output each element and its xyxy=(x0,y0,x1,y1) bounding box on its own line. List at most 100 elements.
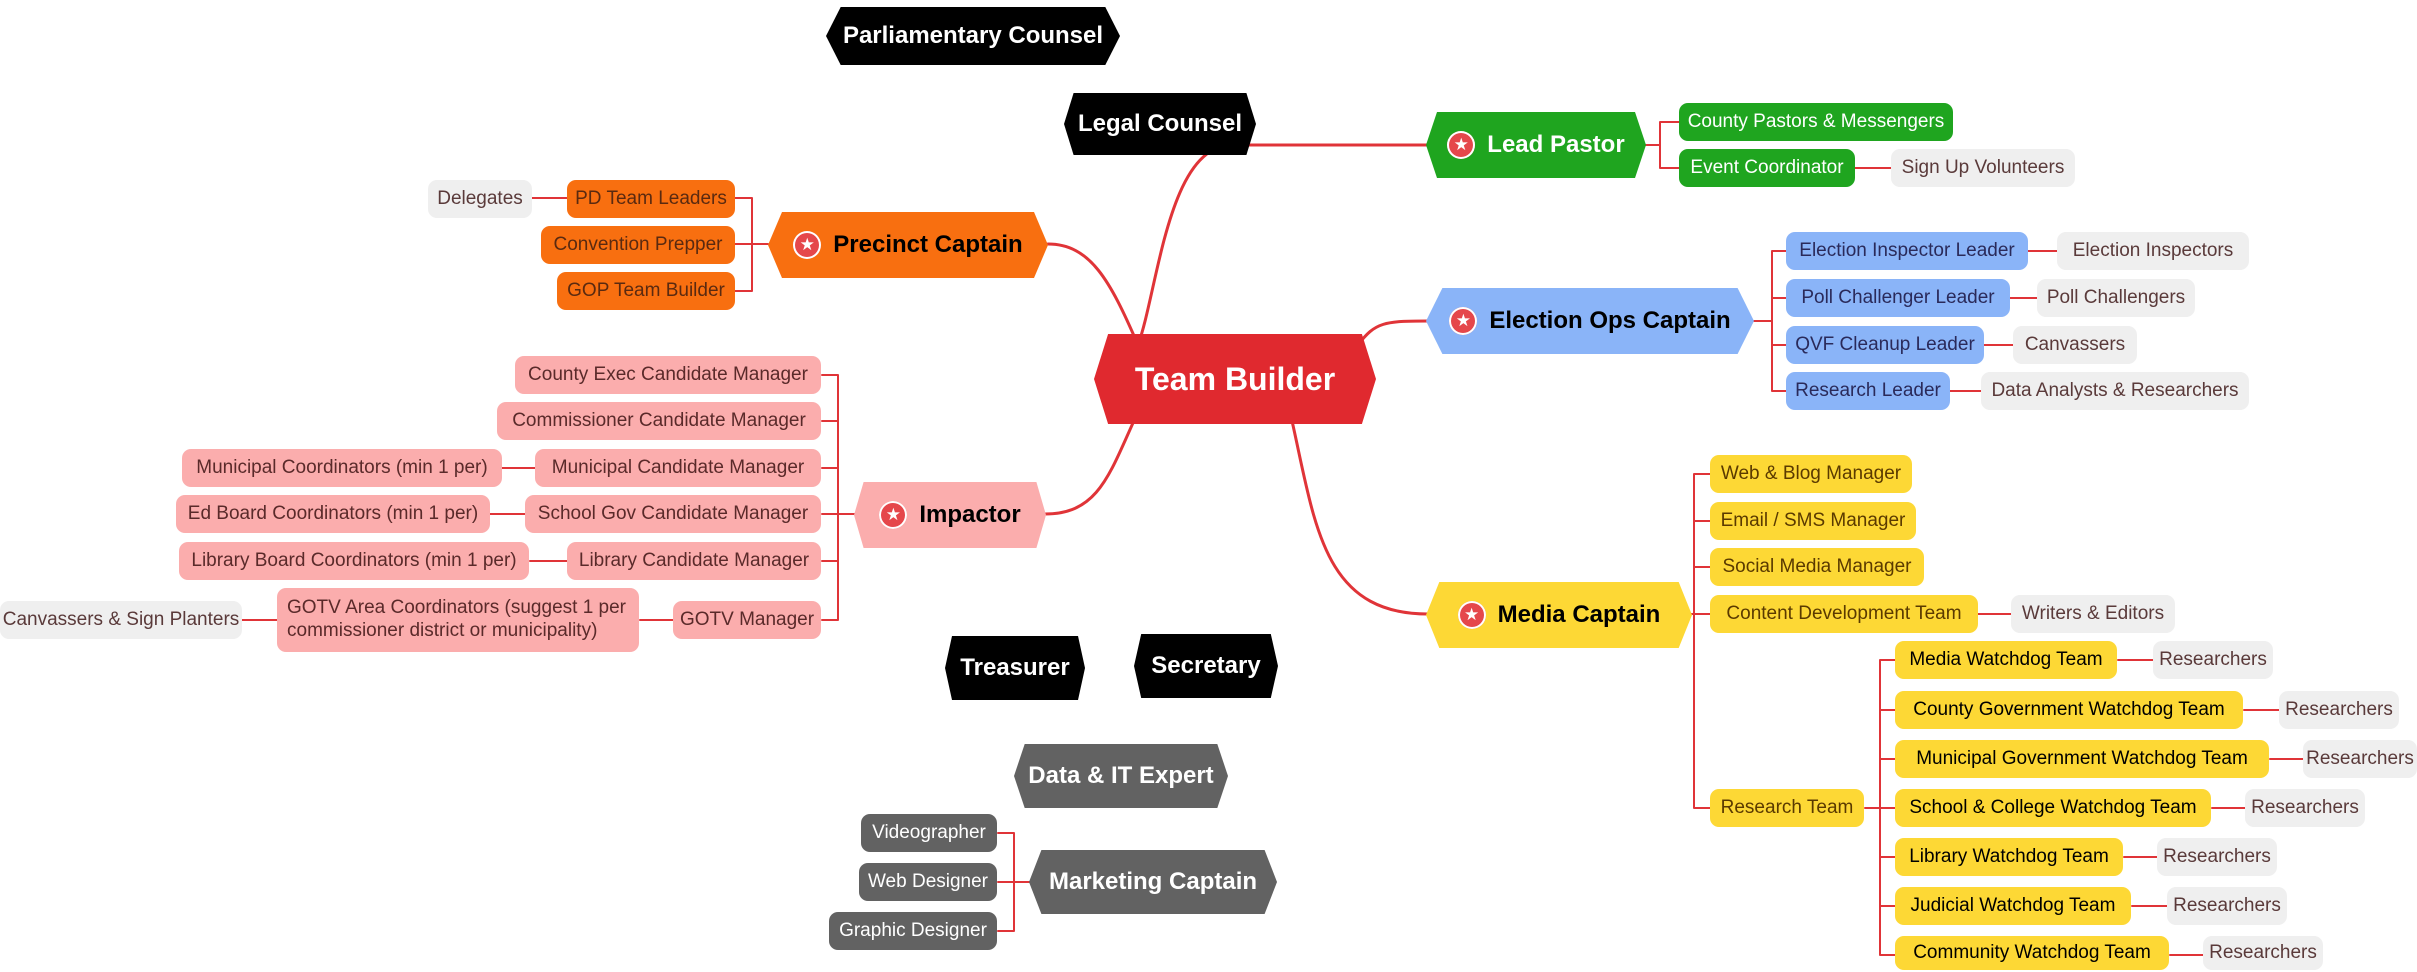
parliamentary-counsel-node[interactable]: Parliamentary Counsel xyxy=(826,7,1120,65)
secretary-node[interactable]: Secretary xyxy=(1134,634,1278,698)
writers-editors-node[interactable]: Writers & Editors xyxy=(2011,595,2175,633)
poll-challenger-leader-label: Poll Challenger Leader xyxy=(1801,286,1995,308)
school-gov-manager-node[interactable]: School Gov Candidate Manager xyxy=(525,495,821,533)
canvassers-sign-planters-node[interactable]: Canvassers & Sign Planters xyxy=(0,601,242,639)
precinct-captain-node[interactable]: ★ Precinct Captain xyxy=(768,212,1048,278)
data-analysts-node[interactable]: Data Analysts & Researchers xyxy=(1981,372,2249,410)
library-board-coordinators-label: Library Board Coordinators (min 1 per) xyxy=(191,549,517,571)
poll-challengers-node[interactable]: Poll Challengers xyxy=(2037,279,2195,317)
research-team-label: Research Team xyxy=(1720,796,1854,818)
web-blog-manager-node[interactable]: Web & Blog Manager xyxy=(1710,455,1912,493)
poll-challenger-leader-node[interactable]: Poll Challenger Leader xyxy=(1786,279,2010,317)
delegates-label: Delegates xyxy=(437,187,523,209)
community-watchdog-node[interactable]: Community Watchdog Team xyxy=(1895,936,2169,970)
marketing-captain-node[interactable]: Marketing Captain xyxy=(1029,850,1277,914)
gop-team-builder-node[interactable]: GOP Team Builder xyxy=(557,272,735,310)
municipal-coordinators-node[interactable]: Municipal Coordinators (min 1 per) xyxy=(182,449,502,487)
gotv-area-coordinators-node[interactable]: GOTV Area Coordinators (suggest 1 per co… xyxy=(277,588,639,652)
commissioner-manager-label: Commissioner Candidate Manager xyxy=(512,409,806,431)
treasurer-node[interactable]: Treasurer xyxy=(945,636,1085,700)
research-leader-label: Research Leader xyxy=(1795,379,1941,401)
impactor-label: Impactor xyxy=(919,500,1021,528)
researchers-county-node[interactable]: Researchers xyxy=(2279,691,2399,729)
videographer-label: Videographer xyxy=(872,821,986,843)
county-exec-manager-node[interactable]: County Exec Candidate Manager xyxy=(515,356,821,394)
impactor-node[interactable]: ★Impactor xyxy=(854,482,1046,548)
election-inspector-leader-node[interactable]: Election Inspector Leader xyxy=(1786,232,2028,270)
social-media-manager-node[interactable]: Social Media Manager xyxy=(1710,548,1924,586)
legal-counsel-label: Legal Counsel xyxy=(1077,109,1243,137)
precinct-captain-label: Precinct Captain xyxy=(833,230,1023,258)
judicial-watchdog-node[interactable]: Judicial Watchdog Team xyxy=(1895,887,2131,925)
media-captain-node[interactable]: ★Media Captain xyxy=(1426,582,1692,648)
data-analysts-label: Data Analysts & Researchers xyxy=(1991,379,2239,401)
researchers-media-node[interactable]: Researchers xyxy=(2153,641,2273,679)
ed-board-coordinators-label: Ed Board Coordinators (min 1 per) xyxy=(187,502,479,524)
municipal-gov-watchdog-node[interactable]: Municipal Government Watchdog Team xyxy=(1895,740,2269,778)
writers-editors-label: Writers & Editors xyxy=(2021,602,2165,624)
researchers-library-node[interactable]: Researchers xyxy=(2157,838,2277,876)
community-watchdog-label: Community Watchdog Team xyxy=(1913,941,2151,963)
election-inspector-leader-label: Election Inspector Leader xyxy=(1799,239,2015,261)
root-node[interactable]: Team Builder xyxy=(1094,334,1376,424)
commissioner-manager-node[interactable]: Commissioner Candidate Manager xyxy=(497,402,821,440)
library-manager-node[interactable]: Library Candidate Manager xyxy=(567,542,821,580)
researchers-label: Researchers xyxy=(2163,845,2271,867)
researchers-school-node[interactable]: Researchers xyxy=(2245,789,2365,827)
canvassers-node[interactable]: Canvassers xyxy=(2013,326,2137,364)
researchers-label: Researchers xyxy=(2209,941,2317,963)
star-icon: ★ xyxy=(793,231,822,259)
delegates-node[interactable]: Delegates xyxy=(428,180,532,218)
county-pastors-label: County Pastors & Messengers xyxy=(1687,110,1945,132)
county-gov-watchdog-label: County Government Watchdog Team xyxy=(1913,698,2225,720)
research-leader-node[interactable]: Research Leader xyxy=(1786,372,1950,410)
poll-challengers-label: Poll Challengers xyxy=(2046,286,2186,308)
lead-pastor-node[interactable]: ★Lead Pastor xyxy=(1426,112,1646,178)
county-gov-watchdog-node[interactable]: County Government Watchdog Team xyxy=(1895,691,2243,729)
sign-up-volunteers-node[interactable]: Sign Up Volunteers xyxy=(1891,149,2075,187)
qvf-cleanup-leader-label: QVF Cleanup Leader xyxy=(1795,333,1975,355)
library-board-coordinators-node[interactable]: Library Board Coordinators (min 1 per) xyxy=(179,542,529,580)
library-watchdog-label: Library Watchdog Team xyxy=(1909,845,2109,867)
pd-team-leaders-node[interactable]: PD Team Leaders xyxy=(567,180,735,218)
ed-board-coordinators-node[interactable]: Ed Board Coordinators (min 1 per) xyxy=(176,495,490,533)
media-watchdog-node[interactable]: Media Watchdog Team xyxy=(1895,641,2117,679)
researchers-label: Researchers xyxy=(2306,747,2414,769)
judicial-watchdog-label: Judicial Watchdog Team xyxy=(1910,894,2116,916)
parliamentary-counsel-label: Parliamentary Counsel xyxy=(842,21,1104,49)
web-designer-node[interactable]: Web Designer xyxy=(859,863,997,901)
election-ops-captain-node[interactable]: ★Election Ops Captain xyxy=(1426,288,1754,354)
graphic-designer-node[interactable]: Graphic Designer xyxy=(829,912,997,950)
convention-prepper-node[interactable]: Convention Prepper xyxy=(541,226,735,264)
county-exec-manager-label: County Exec Candidate Manager xyxy=(528,363,808,385)
email-sms-manager-node[interactable]: Email / SMS Manager xyxy=(1710,502,1916,540)
gotv-manager-node[interactable]: GOTV Manager xyxy=(673,601,821,639)
data-it-expert-label: Data & IT Expert xyxy=(1028,761,1214,789)
research-team-node[interactable]: Research Team xyxy=(1710,789,1864,827)
web-designer-label: Web Designer xyxy=(867,870,989,892)
election-inspectors-node[interactable]: Election Inspectors xyxy=(2057,232,2249,270)
content-development-node[interactable]: Content Development Team xyxy=(1710,595,1978,633)
treasurer-label: Treasurer xyxy=(960,653,1070,681)
election-inspectors-label: Election Inspectors xyxy=(2072,239,2234,261)
municipal-manager-node[interactable]: Municipal Candidate Manager xyxy=(535,449,821,487)
convention-prepper-label: Convention Prepper xyxy=(553,233,723,255)
data-it-expert-node[interactable]: Data & IT Expert xyxy=(1014,744,1228,808)
researchers-label: Researchers xyxy=(2251,796,2359,818)
qvf-cleanup-leader-node[interactable]: QVF Cleanup Leader xyxy=(1786,326,1984,364)
researchers-municipal-node[interactable]: Researchers xyxy=(2303,740,2417,778)
videographer-node[interactable]: Videographer xyxy=(861,814,997,852)
municipal-gov-watchdog-label: Municipal Government Watchdog Team xyxy=(1916,747,2248,769)
legal-counsel-node[interactable]: Legal Counsel xyxy=(1064,93,1256,155)
researchers-label: Researchers xyxy=(2159,648,2267,670)
social-media-manager-label: Social Media Manager xyxy=(1722,555,1912,577)
school-watchdog-node[interactable]: School & College Watchdog Team xyxy=(1895,789,2211,827)
sign-up-volunteers-label: Sign Up Volunteers xyxy=(1901,156,2065,178)
event-coordinator-node[interactable]: Event Coordinator xyxy=(1679,149,1855,187)
researchers-label: Researchers xyxy=(2173,894,2281,916)
researchers-community-node[interactable]: Researchers xyxy=(2203,936,2323,970)
researchers-judicial-node[interactable]: Researchers xyxy=(2167,887,2287,925)
gotv-manager-label: GOTV Manager xyxy=(679,608,815,630)
county-pastors-node[interactable]: County Pastors & Messengers xyxy=(1679,103,1953,141)
library-watchdog-node[interactable]: Library Watchdog Team xyxy=(1895,838,2123,876)
